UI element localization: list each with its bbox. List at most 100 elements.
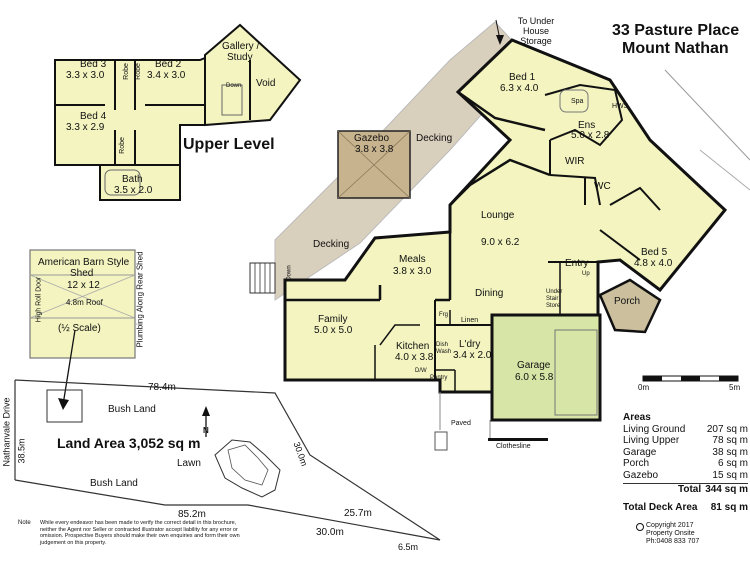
under-stair-label: Under Stair Store bbox=[546, 289, 563, 309]
dim-d5: 25.7m bbox=[344, 508, 372, 519]
clothesline-label: Clothesline bbox=[496, 443, 531, 450]
linen-label: Linen bbox=[461, 317, 479, 324]
room-size-gallery: Study bbox=[227, 52, 253, 63]
hws-label: HWS bbox=[612, 103, 629, 110]
wc-label: WC bbox=[594, 181, 611, 192]
room-name-bed4: Bed 4 bbox=[80, 111, 107, 122]
areas-title: Areas bbox=[623, 412, 651, 423]
room-name-void: Void bbox=[256, 78, 276, 89]
room-size-gazebo: 3.8 x 3.8 bbox=[355, 144, 394, 155]
note-heading: Note bbox=[18, 520, 31, 526]
room-name-meals: Meals bbox=[399, 254, 426, 265]
decking-label-1: Decking bbox=[416, 133, 453, 144]
spa-label: Spa bbox=[571, 98, 584, 105]
pantry-label: Pantry bbox=[430, 375, 448, 381]
robe-label-2: Robe bbox=[134, 63, 142, 80]
scale-end: 5m bbox=[729, 383, 741, 392]
frg-label: Frg bbox=[439, 312, 448, 318]
room-size-ldry: 3.4 x 2.0 bbox=[453, 350, 492, 361]
road-name: Nathanvale Drive bbox=[1, 397, 12, 467]
to-under-house-label: To Under House Storage bbox=[517, 16, 555, 46]
upper-level-title: Upper Level bbox=[183, 136, 275, 153]
room-name-kitchen: Kitchen bbox=[396, 341, 430, 352]
paved-label: Paved bbox=[451, 420, 471, 427]
bush-land-1: Bush Land bbox=[108, 404, 156, 415]
robe-label-1: Robe bbox=[122, 63, 130, 80]
room-name-gallery: Gallery / bbox=[222, 41, 260, 52]
room-size-meals: 3.8 x 3.0 bbox=[393, 266, 432, 277]
room-size-bed2: 3.4 x 3.0 bbox=[147, 70, 186, 81]
shed-plumbing: Plumbing Along Rear Shed bbox=[135, 251, 145, 348]
room-size-bath: 3.5 x 2.0 bbox=[114, 185, 153, 196]
north-label: N bbox=[203, 426, 209, 435]
scale-bar bbox=[642, 375, 739, 382]
shed-plan bbox=[29, 249, 136, 410]
shed-roof: 4.8m Roof bbox=[66, 298, 103, 307]
address-line-1: 33 Pasture Place bbox=[612, 22, 740, 39]
room-name-bed5: Bed 5 bbox=[641, 247, 668, 258]
room-size-ens: 5.0 x 2.8 bbox=[571, 130, 610, 141]
shed-title-3: 12 x 12 bbox=[67, 280, 100, 291]
copyright-icon bbox=[636, 523, 644, 531]
shed-scale: (½ Scale) bbox=[58, 323, 101, 334]
room-name-bed3: Bed 3 bbox=[80, 59, 107, 70]
bush-land-2: Bush Land bbox=[90, 478, 138, 489]
room-size-family: 5.0 x 5.0 bbox=[314, 325, 353, 336]
address-line-2: Mount Nathan bbox=[622, 40, 729, 57]
copyright-line-1: Copyright 2017 bbox=[646, 522, 694, 529]
deck-stairs bbox=[249, 262, 276, 294]
dw-label: D/W bbox=[415, 368, 427, 374]
room-size-lounge: 9.0 x 6.2 bbox=[481, 237, 520, 248]
dim-d7: 6.5m bbox=[398, 542, 419, 552]
up-label: Up bbox=[582, 271, 590, 277]
down-label: Down bbox=[286, 265, 293, 281]
copyright-line-3: Ph:0408 833 707 bbox=[646, 538, 700, 545]
upper-down-label: Down bbox=[226, 83, 242, 89]
dim-d4: 85.2m bbox=[178, 509, 206, 520]
room-name-gazebo: Gazebo bbox=[354, 133, 390, 144]
robe-label-3: Robe bbox=[118, 137, 126, 154]
decking-label-2: Decking bbox=[313, 239, 350, 250]
ground-level-plan bbox=[249, 19, 750, 451]
lawn-label: Lawn bbox=[177, 458, 201, 469]
land-area: Land Area 3,052 sq m bbox=[57, 435, 201, 451]
gazebo bbox=[337, 130, 411, 199]
upper-level-plan bbox=[54, 23, 302, 201]
note-text: While every endeavor has been made to ve… bbox=[40, 520, 240, 546]
room-name-lounge: Lounge bbox=[481, 210, 515, 221]
porch-label: Porch bbox=[614, 296, 641, 307]
shed-door: High Roll Door bbox=[35, 276, 43, 323]
shed-title-2: Shed bbox=[70, 268, 94, 279]
copyright-line-2: Property Onsite bbox=[646, 530, 695, 537]
dim-d1: 78.4m bbox=[148, 382, 176, 393]
dim-d6: 30.0m bbox=[316, 527, 344, 538]
room-name-garage: Garage bbox=[517, 360, 551, 371]
wir-label: WIR bbox=[565, 156, 585, 167]
room-name-ens: Ens bbox=[578, 120, 596, 131]
room-name-ldry: L'dry bbox=[459, 339, 481, 350]
shed-title-1: American Barn Style bbox=[38, 257, 130, 268]
site-plan bbox=[14, 379, 441, 541]
room-size-bed3: 3.3 x 3.0 bbox=[66, 70, 105, 81]
room-size-garage: 6.0 x 5.8 bbox=[515, 372, 554, 383]
room-size-kitchen: 4.0 x 3.8 bbox=[395, 352, 434, 363]
room-name-bed1: Bed 1 bbox=[509, 72, 536, 83]
room-name-bed2: Bed 2 bbox=[155, 59, 182, 70]
dining-label: Dining bbox=[475, 288, 504, 299]
room-name-bath: Bath bbox=[122, 174, 143, 185]
dim-d2: 38.5m bbox=[16, 438, 27, 464]
room-size-bed4: 3.3 x 2.9 bbox=[66, 122, 105, 133]
room-name-family: Family bbox=[318, 314, 348, 325]
dish-wash-label: Dish Wash bbox=[436, 342, 452, 355]
room-size-bed5: 4.8 x 4.0 bbox=[634, 258, 673, 269]
entry-label: Entry bbox=[565, 258, 589, 269]
